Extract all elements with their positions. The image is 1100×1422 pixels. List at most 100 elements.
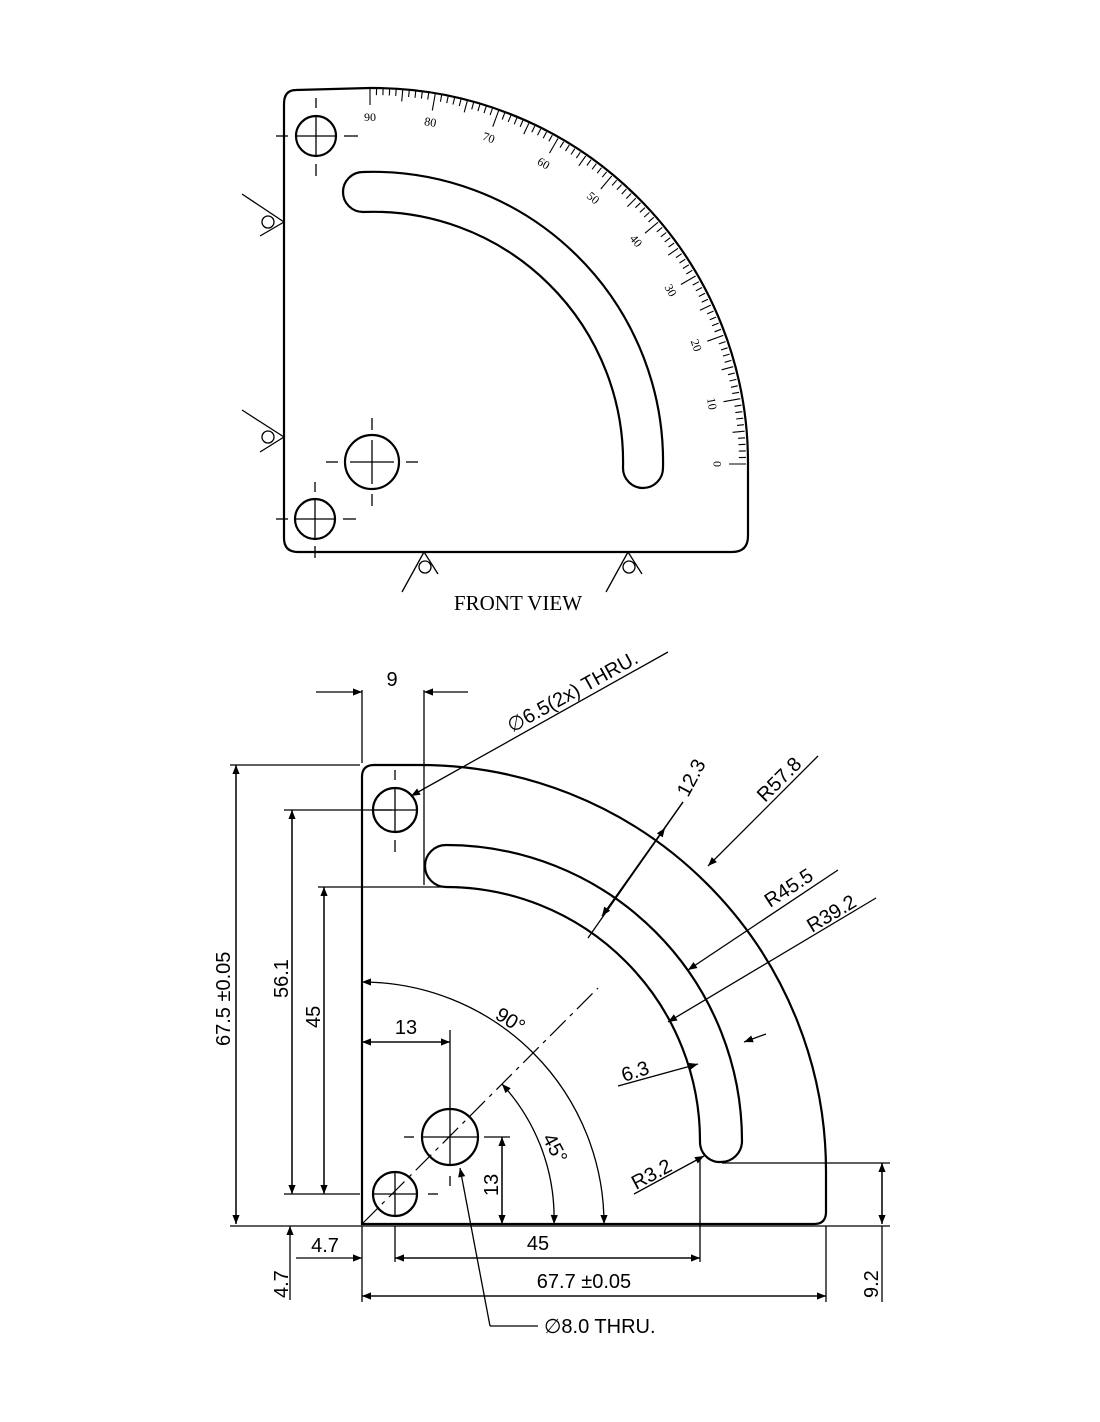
scale-tick (730, 385, 738, 388)
dim-height-56-1-label: 56.1 (271, 959, 293, 998)
scale-tick (565, 144, 570, 152)
front-view-outline (282, 86, 750, 554)
scale-tick (698, 292, 706, 297)
scale-tick (709, 316, 717, 321)
scale-label: 70 (481, 129, 497, 146)
scale-tick (723, 398, 741, 403)
scale-tick (682, 264, 690, 269)
dim-v-9-2-label: 9.2 (861, 1270, 883, 1298)
front-view-slot (341, 170, 665, 490)
scale-label: 30 (662, 282, 680, 299)
scale-tick (738, 437, 746, 439)
dim-hole-small-note: ∅6.5(2x) THRU. (504, 647, 642, 737)
surface-finish-symbol-left-upper (241, 193, 285, 237)
scale-tick (559, 141, 565, 148)
scale-tick (732, 430, 745, 433)
scale-tick (643, 211, 650, 218)
scale-tick (724, 359, 732, 363)
scale-tick (680, 275, 696, 285)
dim-angle-45: 45° (501, 1083, 572, 1225)
scale-tick (707, 334, 724, 342)
scale-tick (732, 391, 740, 395)
dimensioned-view: ∅6.5(2x) THRU. 9 12.3 R57.8 R45.5 (213, 647, 890, 1338)
scale-label: 10 (704, 397, 720, 411)
scale-tick (601, 171, 608, 178)
scale-tick (395, 88, 397, 96)
dim-h-13: 13 (362, 1017, 451, 1108)
scale-tick (711, 322, 719, 327)
scale-tick (679, 258, 686, 264)
scale-tick (463, 100, 468, 113)
scale-label: 60 (535, 154, 552, 172)
scale-tick (452, 97, 456, 105)
scale-tick (549, 138, 559, 154)
scale-tick (727, 372, 735, 376)
scale-tick (656, 226, 663, 233)
dim-v-13: 13 (481, 1136, 510, 1224)
scale-tick (570, 148, 576, 155)
scale-tick (701, 298, 709, 303)
scale-tick (471, 102, 475, 110)
scale-tick (401, 89, 404, 102)
scale-tick (664, 237, 671, 243)
scale-tick (675, 253, 683, 259)
front-hole-top-left (276, 98, 358, 176)
scale-tick (736, 417, 744, 420)
scale-tick (644, 221, 659, 234)
scale-tick (414, 90, 417, 98)
scale-tick (446, 96, 449, 104)
hole-small-bottom (371, 1170, 438, 1218)
dim-h-4-7: 4.7 (296, 1235, 362, 1262)
scale-tick (729, 378, 737, 382)
scale-label: 50 (584, 189, 602, 207)
dim-h-45-label: 45 (527, 1233, 549, 1255)
scale-tick (586, 159, 592, 166)
scale-tick (686, 269, 693, 275)
scale-tick (721, 366, 734, 371)
scale-tick (458, 99, 462, 107)
scale-label: 90 (364, 110, 376, 124)
dim-h-4-7-label: 4.7 (311, 1235, 339, 1257)
dim-height-45: 45 (303, 886, 446, 1194)
dim-angle-45-label: 45° (538, 1130, 572, 1167)
dim-height-67-5-label: 67.5 ±0.05 (213, 952, 235, 1046)
scale-tick (667, 247, 679, 256)
scale-label: 40 (627, 232, 645, 250)
scale-tick (531, 125, 536, 133)
scale-tick (501, 112, 506, 120)
dim-v-4-7-label: 4.7 (271, 1270, 293, 1298)
scale-tick (627, 197, 637, 207)
scale-tick (575, 151, 581, 159)
dim-v-13-label: 13 (481, 1174, 503, 1196)
scale-tick (621, 188, 627, 195)
scale-tick (635, 202, 641, 209)
scale-tick (578, 155, 587, 167)
scale-tick (420, 91, 423, 99)
dim-slot-12-3-label: 12.3 (673, 756, 711, 801)
scale-tick (477, 104, 481, 112)
dim-width-67-7: 67.7 ±0.05 (362, 1271, 826, 1300)
dim-r57-8: R57.8 (707, 753, 819, 867)
surface-finish-symbol-bottom-left (401, 551, 439, 593)
scale-tick (483, 106, 487, 114)
dim-r45-5-label: R45.5 (761, 865, 818, 913)
scale-label: 80 (423, 114, 437, 130)
scale-tick (507, 115, 512, 123)
scale-tick (439, 94, 443, 102)
scale-tick (537, 128, 542, 136)
scale-label: 20 (688, 337, 705, 353)
dim-h-45: 45 (395, 1233, 700, 1262)
dim-r3-2: R3.2 (628, 1155, 705, 1195)
scale-tick (720, 347, 728, 351)
scale-tick (639, 207, 646, 213)
front-view-title: FRONT VIEW (454, 591, 582, 615)
scale-tick (714, 328, 722, 333)
scale-tick (513, 117, 518, 125)
scale-tick (706, 310, 714, 315)
surface-finish-symbol-left-lower (241, 409, 285, 453)
scale-tick (734, 404, 742, 407)
dim-slot-6-3-label: 6.3 (619, 1057, 652, 1087)
